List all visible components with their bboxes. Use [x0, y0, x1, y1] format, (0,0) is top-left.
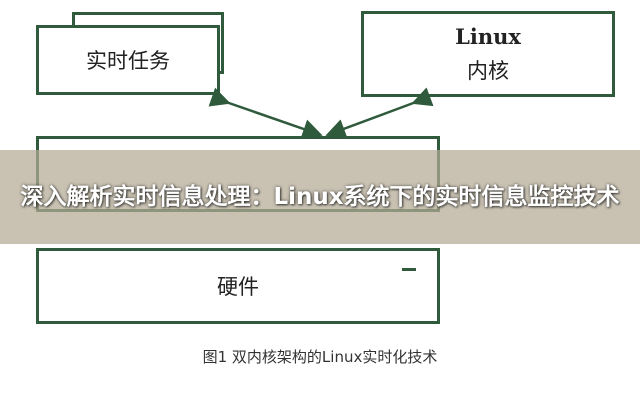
linux-kernel-box: Linux 内核 — [361, 11, 615, 97]
hardware-tick-mark — [402, 268, 416, 271]
realtime-task-box: 实时任务 — [36, 25, 220, 95]
arrow-task-to-kernel — [208, 87, 323, 139]
hardware-label: 硬件 — [217, 275, 259, 299]
arrow-linux-to-kernel — [325, 87, 434, 139]
hardware-box: 硬件 — [36, 248, 440, 324]
realtime-task-label: 实时任务 — [86, 49, 170, 73]
banner-title: 深入解析实时信息处理：Linux系统下的实时信息监控技术 — [20, 184, 620, 210]
linux-kernel-title: Linux — [455, 23, 521, 49]
title-banner: 深入解析实时信息处理：Linux系统下的实时信息监控技术 — [0, 150, 640, 244]
linux-kernel-subtitle: 内核 — [467, 58, 509, 83]
figure-caption: 图1 双内核架构的Linux实时化技术 — [202, 348, 438, 366]
